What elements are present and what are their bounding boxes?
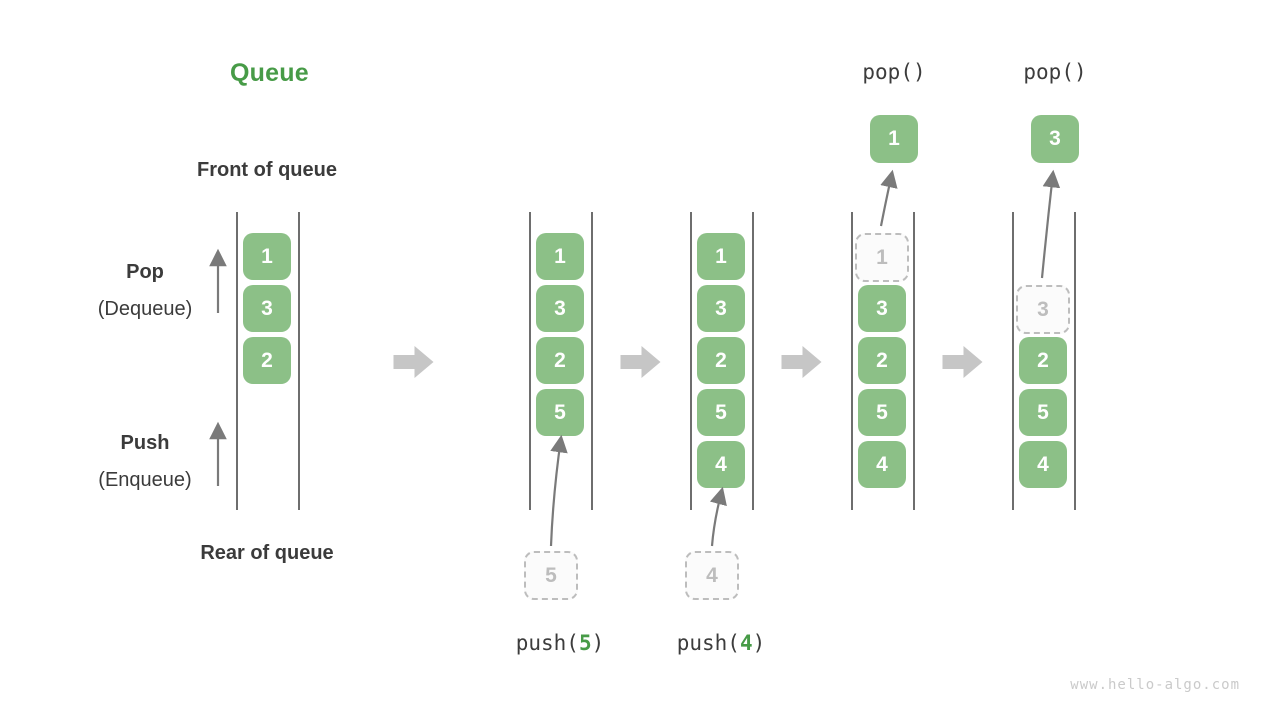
push-call-label: push(4) [676, 631, 766, 655]
flow-arrow [1040, 169, 1061, 279]
next-state-arrow [620, 346, 661, 378]
queue-cell: 3 [858, 285, 906, 332]
queue-container-wall [298, 212, 300, 510]
pop-label: Pop [126, 261, 164, 283]
pending-value-box: 4 [685, 551, 739, 600]
queue-cell: 1 [697, 233, 745, 280]
queue-cell: 5 [697, 389, 745, 436]
popped-value-box: 3 [1031, 115, 1079, 163]
queue-container-wall [1012, 212, 1014, 510]
flow-arrow [879, 169, 898, 227]
watermark: www.hello-algo.com [1070, 677, 1240, 693]
queue-cell: 2 [536, 337, 584, 384]
push-call-label: push(5) [515, 631, 605, 655]
queue-cell: 2 [858, 337, 906, 384]
queue-container-wall [913, 212, 915, 510]
queue-container-wall [752, 212, 754, 510]
push-arg: 5 [578, 631, 592, 655]
queue-cell-dashed: 1 [855, 233, 909, 282]
queue-cell-dashed: 3 [1016, 285, 1070, 334]
queue-cell: 4 [697, 441, 745, 488]
pop-call-label: pop() [1023, 60, 1087, 84]
queue-cell: 3 [243, 285, 291, 332]
queue-cell: 2 [697, 337, 745, 384]
front-of-queue-label: Front of queue [197, 159, 337, 181]
queue-container-wall [529, 212, 531, 510]
dequeue-label: (Dequeue) [97, 298, 193, 320]
queue-cell: 2 [1019, 337, 1067, 384]
diagram-title: Queue [230, 59, 309, 87]
queue-cell: 5 [536, 389, 584, 436]
queue-cell: 5 [858, 389, 906, 436]
queue-cell: 2 [243, 337, 291, 384]
queue-container-wall [1074, 212, 1076, 510]
queue-container-wall [591, 212, 593, 510]
next-state-arrow [781, 346, 822, 378]
thin-arrows [209, 169, 1061, 547]
push-label: Push [120, 432, 170, 454]
queue-cell: 3 [536, 285, 584, 332]
pop-call-label: pop() [862, 60, 926, 84]
queue-cell: 4 [1019, 441, 1067, 488]
queue-container-wall [851, 212, 853, 510]
queue-container-wall [236, 212, 238, 510]
queue-cell: 1 [536, 233, 584, 280]
queue-cell: 4 [858, 441, 906, 488]
flow-arrow [549, 434, 568, 547]
next-state-arrow [393, 346, 434, 378]
next-state-arrow [942, 346, 983, 378]
popped-value-box: 1 [870, 115, 918, 163]
push-arg: 4 [739, 631, 753, 655]
rear-of-queue-label: Rear of queue [200, 542, 334, 564]
queue-container-wall [690, 212, 692, 510]
queue-cell: 3 [697, 285, 745, 332]
flow-arrow [709, 486, 727, 547]
queue-cell: 5 [1019, 389, 1067, 436]
enqueue-label: (Enqueue) [98, 469, 192, 491]
pending-value-box: 5 [524, 551, 578, 600]
queue-cell: 1 [243, 233, 291, 280]
